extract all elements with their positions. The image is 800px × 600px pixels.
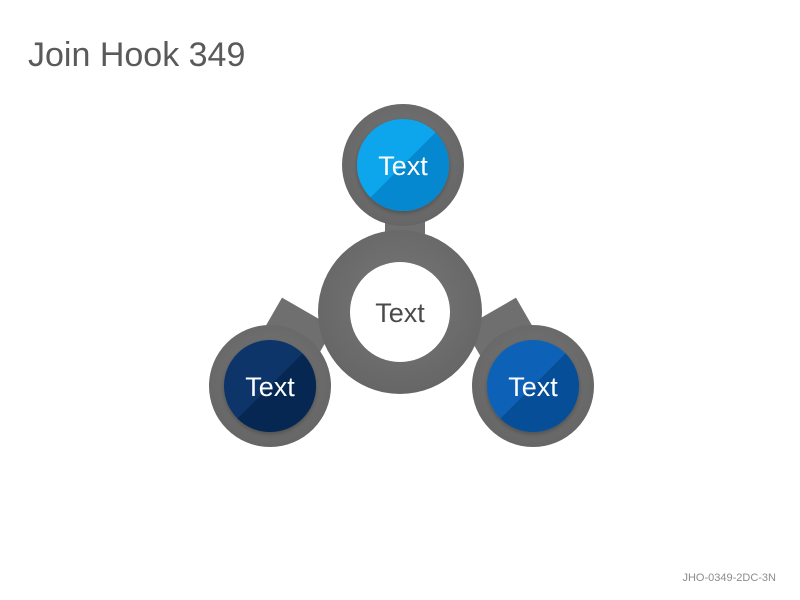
node-right-label: Text	[508, 372, 558, 402]
node-top-shade	[357, 119, 449, 211]
node-left: Text	[209, 325, 331, 447]
node-right-shade	[487, 340, 579, 432]
node-left-label: Text	[245, 372, 295, 402]
center-disc	[350, 262, 450, 362]
node-top-label: Text	[378, 151, 428, 181]
center-label: Text	[375, 298, 425, 328]
node-left-shade	[224, 340, 316, 432]
node-top: Text	[342, 104, 464, 226]
node-right: Text	[472, 325, 594, 447]
connector-right	[464, 297, 536, 363]
page-title: Join Hook 349	[28, 36, 246, 74]
slide-code: JHO-0349-2DC-3N	[682, 572, 776, 584]
center-hub: Text	[318, 230, 482, 394]
